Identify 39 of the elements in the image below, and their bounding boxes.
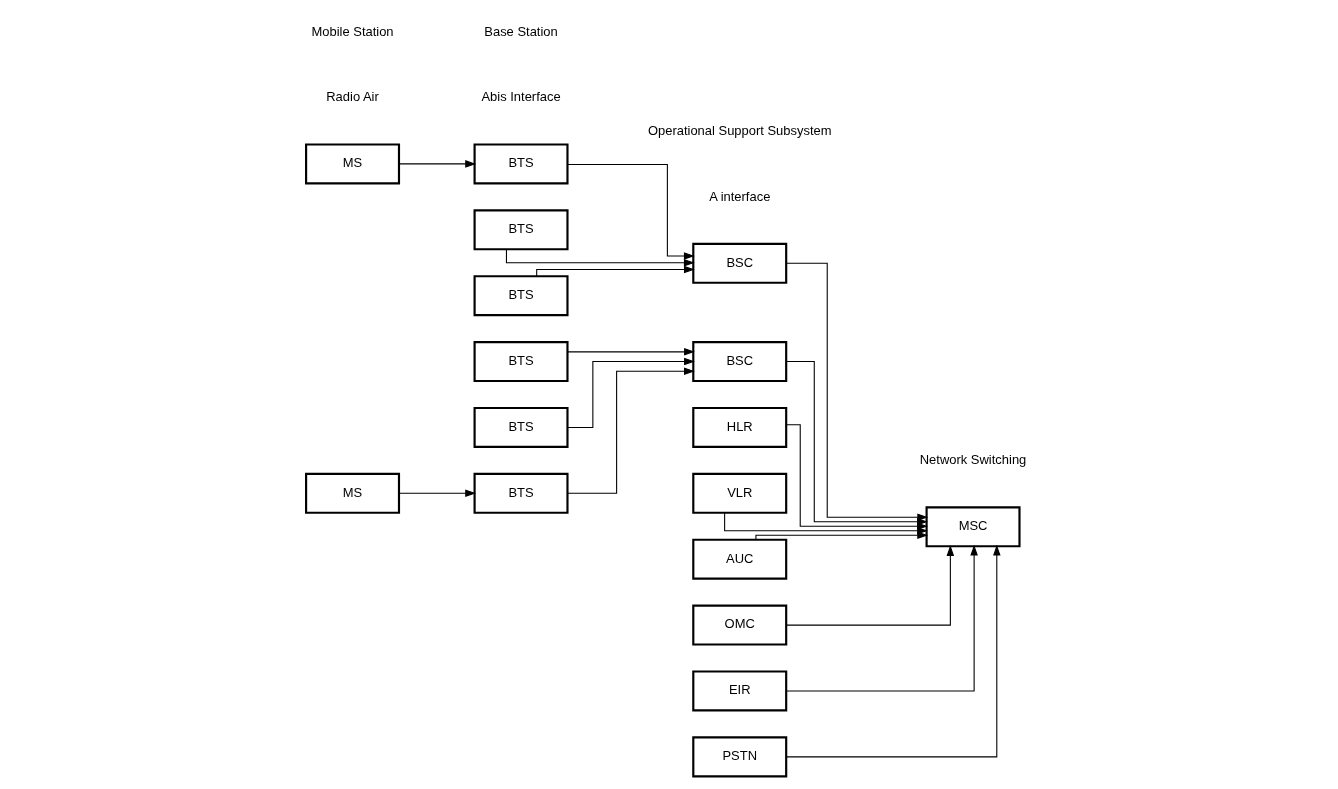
node-box: BSC (692, 341, 788, 383)
node-box: BTS (473, 209, 569, 251)
label: Radio Air (326, 89, 379, 105)
arrow (398, 160, 477, 168)
arrow (785, 544, 978, 692)
node-box: EIR (692, 670, 788, 712)
label: Abis Interface (481, 89, 561, 105)
node-box: MSC (925, 506, 1021, 548)
arrow (755, 531, 929, 540)
arrow (567, 367, 695, 494)
node-box: BSC (692, 242, 788, 284)
label: Mobile Station (311, 23, 394, 39)
arrow (724, 512, 928, 535)
arrow (785, 424, 928, 531)
arrow (785, 544, 1001, 758)
node-box: PSTN (692, 736, 788, 778)
label: Operational Support Subsystem (647, 122, 832, 138)
node-box: AUC (692, 538, 788, 580)
label: A interface (709, 188, 771, 204)
node-box: BTS (473, 341, 569, 383)
node-box: BTS (473, 143, 569, 185)
node-box: BTS (473, 472, 569, 514)
node-box: MS (305, 143, 401, 185)
node-box: MS (305, 472, 401, 514)
arrow (536, 265, 695, 277)
node-box: OMC (692, 604, 788, 646)
arrow (567, 357, 695, 428)
label: Network Switching (919, 452, 1027, 468)
node-box: VLR (692, 472, 788, 514)
arrow (785, 545, 955, 626)
node-box: BTS (473, 275, 569, 317)
node-box: HLR (692, 406, 788, 448)
arrow (786, 361, 928, 526)
arrow (398, 489, 477, 498)
arrow (567, 348, 695, 356)
node-box: BTS (473, 406, 569, 448)
arrow (786, 262, 929, 522)
label: Base Station (484, 23, 558, 39)
arrow (567, 163, 695, 260)
